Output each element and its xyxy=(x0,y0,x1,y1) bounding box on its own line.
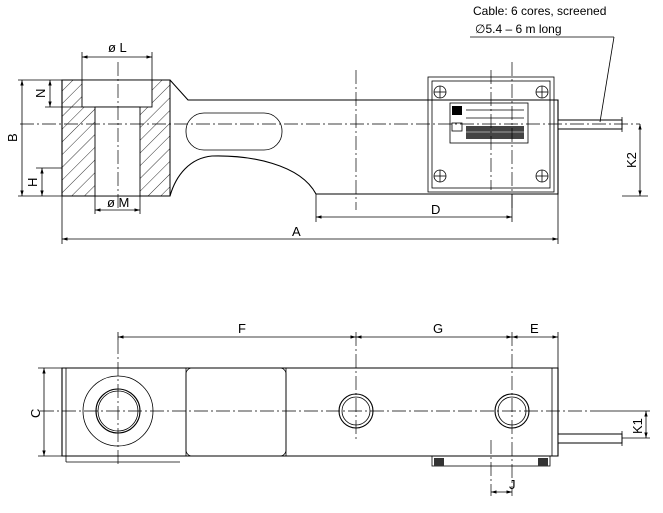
screw-icon xyxy=(433,169,447,183)
bore-hole xyxy=(94,106,141,197)
cable xyxy=(557,119,623,130)
dim-label-D: D xyxy=(431,202,440,217)
dim-label-K1: K1 xyxy=(630,418,645,434)
dim-label-K2: K2 xyxy=(624,152,639,168)
type-label-plate xyxy=(449,102,529,144)
dim-label-C: C xyxy=(28,409,43,418)
beam-outline-top xyxy=(61,367,559,457)
slot xyxy=(185,112,283,151)
counterbore xyxy=(81,79,153,108)
dim-label-A: A xyxy=(292,224,301,239)
dim-label-M: ø M xyxy=(107,195,129,210)
beam-outline xyxy=(61,79,559,197)
screw-icon xyxy=(433,85,447,99)
cable-note-line2: ∅5.4 – 6 m long xyxy=(475,22,562,36)
dim-label-H: H xyxy=(25,178,40,187)
cable-top-view xyxy=(557,433,623,444)
screw-icon xyxy=(535,85,549,99)
screw-icon xyxy=(535,169,549,183)
dim-label-L: ø L xyxy=(108,40,127,55)
dim-label-F: F xyxy=(238,321,246,336)
dim-label-E: E xyxy=(530,321,539,336)
top-view: F G E C K1 J xyxy=(28,321,650,496)
dim-label-N: N xyxy=(33,89,48,98)
side-view: ø L ø M N B H A D K2 xyxy=(5,4,648,244)
dim-label-G: G xyxy=(433,321,443,336)
dim-label-B: B xyxy=(5,133,20,142)
cable-note-line1: Cable: 6 cores, screened xyxy=(473,4,606,18)
dim-label-J: J xyxy=(509,477,516,492)
